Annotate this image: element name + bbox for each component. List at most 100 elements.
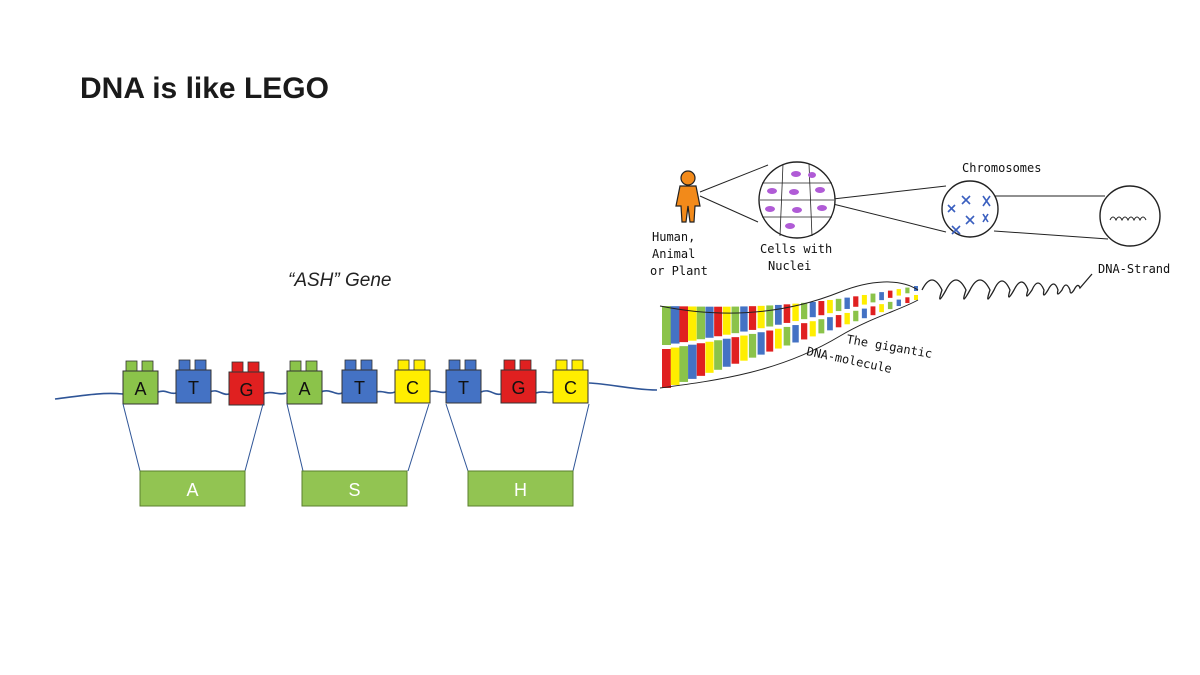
brick-stud [306, 361, 317, 371]
codon-box: A [140, 471, 245, 506]
molecule-rung-bottom [705, 342, 713, 373]
brick-stud [345, 360, 356, 370]
molecule-rung-bottom [810, 321, 816, 336]
brick-stud [398, 360, 409, 370]
lego-brick: A [287, 361, 322, 404]
molecule-rung-top [801, 303, 807, 319]
human-label-2: Animal [652, 247, 695, 261]
molecule-rung-bottom [914, 295, 918, 300]
molecule-rung-top [662, 306, 671, 345]
brick-letter: T [354, 378, 365, 398]
molecule-rung-bottom [758, 332, 765, 354]
human-label-1: Human, [652, 230, 695, 244]
brick-letter: A [134, 379, 146, 399]
brick-stud [520, 360, 531, 370]
molecule-rung-top [853, 296, 858, 306]
molecule-rung-bottom [766, 331, 773, 352]
chromosomes-label: Chromosomes [962, 161, 1041, 175]
molecule-rung-bottom [688, 345, 696, 379]
lego-brick: T [446, 360, 481, 403]
brick-letter: C [564, 378, 577, 398]
human-figure-icon [676, 171, 700, 222]
lego-brick: C [553, 360, 588, 403]
codon-letter: H [514, 480, 527, 500]
brick-stud [248, 362, 259, 372]
molecule-rung-top [671, 306, 680, 343]
molecule-rung-top [749, 306, 756, 330]
molecule-rung-bottom [862, 309, 867, 319]
molecule-rung-bottom [714, 340, 722, 370]
molecule-rung-top [723, 307, 731, 335]
molecule-rung-bottom [792, 325, 798, 342]
molecule-rung-bottom [836, 315, 842, 327]
brick-stud [142, 361, 153, 371]
molecule-rung-top [905, 288, 909, 294]
chromosomes-icon [942, 181, 998, 237]
dna-coil [922, 274, 1092, 299]
molecule-rung-bottom [801, 323, 807, 339]
brick-stud [126, 361, 137, 371]
codon-letter: S [348, 480, 360, 500]
lego-brick: T [176, 360, 211, 403]
molecule-rung-top [897, 289, 901, 295]
brick-stud [449, 360, 460, 370]
dna-strand-icon [1100, 186, 1160, 246]
brick-stud [361, 360, 372, 370]
brick-stud [572, 360, 583, 370]
molecule-rung-top [871, 294, 876, 303]
brick-stud [504, 360, 515, 370]
molecule-rung-bottom [775, 329, 782, 349]
brick-stud [179, 360, 190, 370]
molecule-rung-bottom [749, 334, 756, 358]
molecule-rung-bottom [662, 349, 671, 388]
brick-letter: G [239, 380, 253, 400]
molecule-rung-top [714, 307, 722, 337]
cells-icon [759, 162, 835, 238]
molecule-rung-top [679, 306, 688, 342]
brick-stud [290, 361, 301, 371]
molecule-rung-top [879, 292, 884, 300]
brick-stud [414, 360, 425, 370]
human-label-3: or Plant [650, 264, 708, 278]
brick-letter: C [406, 378, 419, 398]
molecule-rung-bottom [888, 302, 893, 309]
molecule-rung-bottom [697, 343, 705, 376]
molecule-rung-bottom [871, 306, 876, 315]
lego-brick: G [229, 362, 264, 405]
molecule-rung-top [818, 301, 824, 315]
molecule-rung-top [836, 299, 842, 311]
brick-letter: T [458, 378, 469, 398]
molecule-rung-top [705, 307, 713, 338]
brick-stud [232, 362, 243, 372]
molecule-rung-top [740, 306, 747, 331]
brick-stud [465, 360, 476, 370]
molecule-rung-top [862, 295, 867, 305]
molecule-rung-bottom [723, 339, 731, 367]
molecule-rung-bottom [853, 311, 858, 321]
lego-brick: A [123, 361, 158, 404]
molecule-rung-bottom [827, 317, 833, 330]
brick-stud [195, 360, 206, 370]
lego-brick: G [501, 360, 536, 403]
molecule-rung-bottom [844, 313, 849, 324]
molecule-rung-bottom [740, 336, 747, 361]
molecule-rung-top [732, 307, 740, 334]
molecule-rung-top [844, 298, 849, 309]
molecule-rung-bottom [879, 304, 884, 312]
molecule-rung-top [775, 305, 782, 325]
molecule-rung-bottom [671, 348, 680, 385]
codon-box: H [468, 471, 573, 506]
molecule-rung-top [758, 306, 765, 328]
molecule-rung-bottom [818, 319, 824, 333]
molecule-rung-bottom [784, 327, 791, 346]
brick-stud [556, 360, 567, 370]
molecule-rung-top [888, 291, 893, 298]
molecule-rung-bottom [905, 297, 909, 303]
codon-box: S [302, 471, 407, 506]
strand-label: DNA-Strand [1098, 262, 1170, 276]
molecule-rung-top [827, 300, 833, 313]
molecule-rung-bottom [732, 337, 740, 364]
